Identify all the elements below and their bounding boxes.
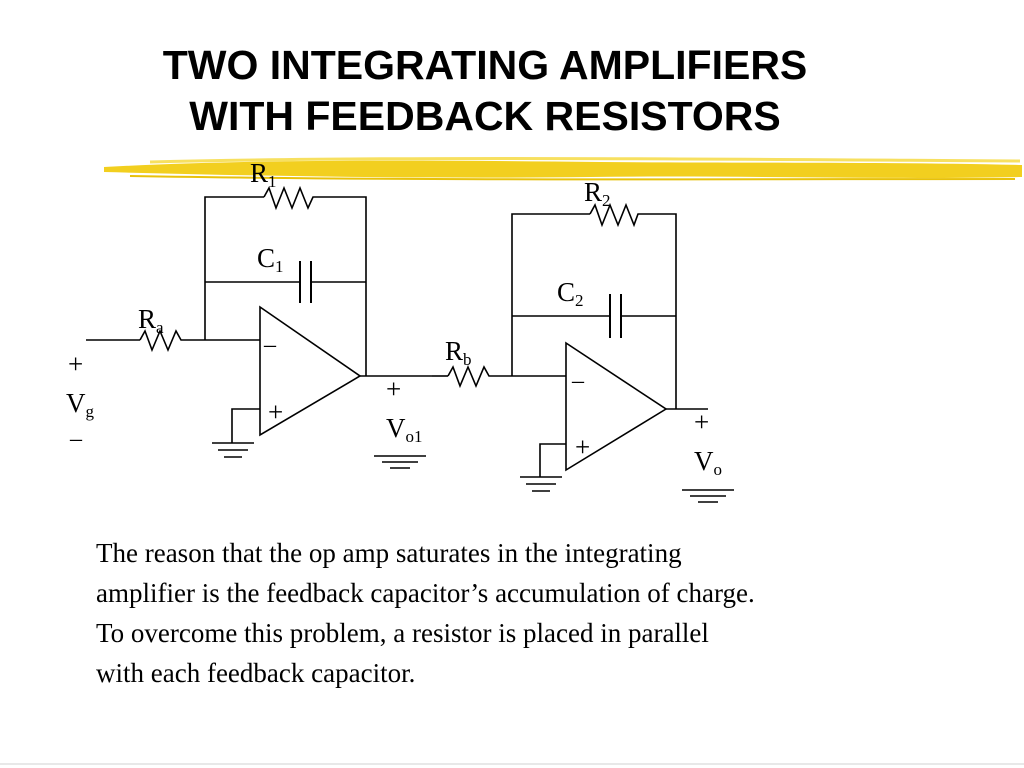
description-paragraph: The reason that the op amp saturates in …	[96, 533, 956, 693]
vo1-plus-sign: +	[386, 374, 401, 404]
opamp2-noninverting-sign: +	[575, 432, 590, 462]
vg-label: Vg	[66, 388, 95, 421]
rb-resistor	[447, 364, 492, 389]
title-line-2: WITH FEEDBACK RESISTORS	[189, 93, 781, 139]
vo-ground-symbol	[682, 489, 734, 503]
opamp1-triangle	[259, 305, 362, 437]
opamp1-noninverting-sign: +	[268, 397, 283, 427]
c1-label: C1	[257, 243, 284, 276]
c1-capacitor	[299, 261, 312, 303]
stage2-ground-symbol	[520, 476, 562, 492]
r1-resistor	[263, 185, 317, 211]
c2-capacitor	[609, 294, 622, 338]
stage1-ground-symbol	[212, 442, 254, 458]
vo-label: Vo	[694, 446, 722, 479]
opamp2-inverting-sign: –	[571, 368, 585, 394]
vo-plus-sign: +	[694, 407, 709, 437]
vo1-ground-symbol	[374, 455, 426, 469]
description-line-2: amplifier is the feedback capacitor’s ac…	[96, 578, 755, 608]
r2-resistor	[589, 202, 641, 228]
vo1-label: Vo1	[386, 413, 423, 446]
c2-label: C2	[557, 277, 584, 310]
slide-bottom-divider	[0, 763, 1024, 765]
opamp1-inverting-sign: –	[263, 332, 277, 358]
title-underline-brush	[104, 156, 1022, 181]
stage2-wires	[432, 213, 708, 477]
rb-label: Rb	[445, 336, 472, 369]
description-line-1: The reason that the op amp saturates in …	[96, 538, 682, 568]
description-line-4: with each feedback capacitor.	[96, 658, 416, 688]
slide-title: TWO INTEGRATING AMPLIFIERS WITH FEEDBACK…	[0, 40, 970, 142]
title-line-1: TWO INTEGRATING AMPLIFIERS	[162, 42, 808, 88]
stage1-wires	[86, 196, 432, 443]
vg-plus-sign: +	[68, 349, 83, 379]
ra-resistor	[139, 328, 184, 353]
r1-label: R1	[250, 158, 277, 191]
vg-minus-sign: –	[69, 426, 83, 452]
ra-label: Ra	[138, 304, 164, 337]
r2-label: R2	[584, 177, 611, 210]
description-line-3: To overcome this problem, a resistor is …	[96, 618, 709, 648]
opamp2-triangle	[565, 341, 668, 472]
